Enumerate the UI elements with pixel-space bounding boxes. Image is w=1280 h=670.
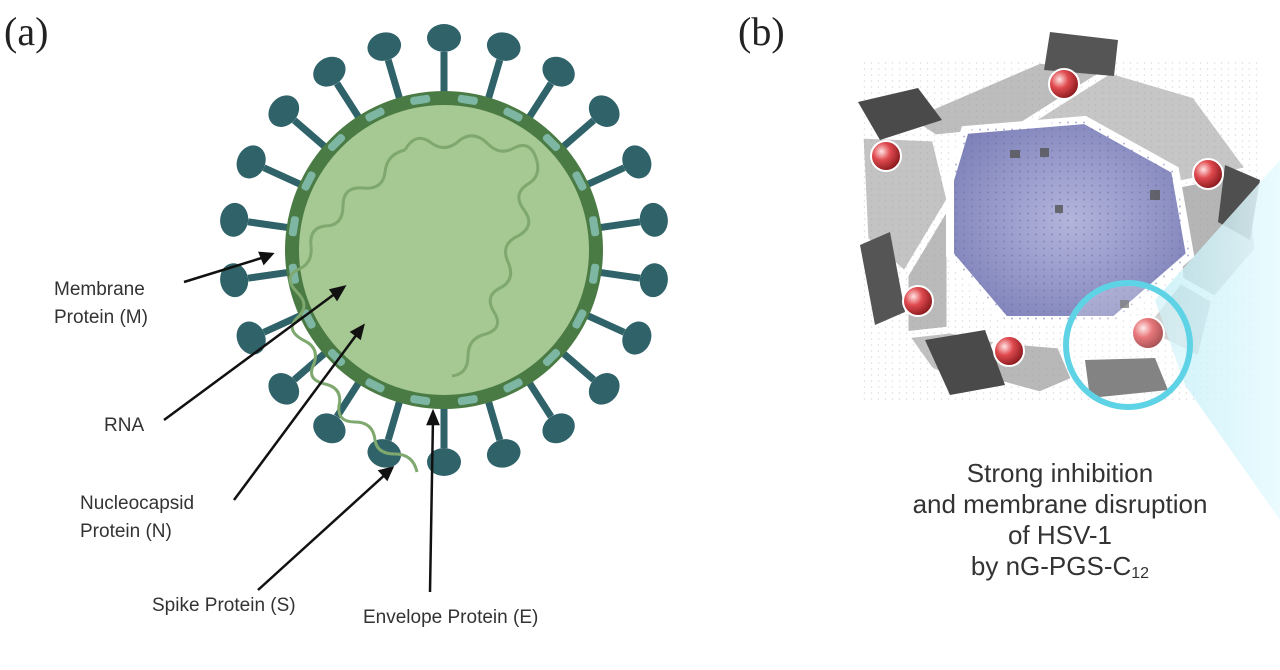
membrane-protein-block [572, 309, 587, 329]
spike-head [542, 413, 575, 444]
spike-head [588, 373, 620, 405]
label-membrane-line1: Membrane [54, 279, 145, 300]
membrane-protein-block [410, 395, 431, 406]
label-nucleocapsid-line2: Protein (N) [80, 521, 172, 542]
spike-stalk [334, 81, 364, 122]
spike-stalk [583, 311, 626, 336]
caption-line1: Strong inhibition [966, 458, 1154, 488]
spike-head [622, 145, 652, 179]
label-nucleocapsid-line1: Nucleocapsid [80, 493, 195, 514]
core-defects [1010, 148, 1160, 308]
zoom-beam [1155, 160, 1280, 520]
membrane-protein-block [410, 94, 431, 105]
panel-label-a: (a) [4, 9, 49, 54]
membrane-protein-block [542, 133, 561, 152]
zoom-circle [1063, 280, 1193, 410]
membrane-protein-block [327, 348, 346, 367]
spike-head [427, 24, 461, 52]
spike-head [588, 95, 620, 127]
spike-stalk [524, 378, 554, 419]
membrane-protein-block [572, 171, 587, 191]
spike-stalk [247, 218, 292, 232]
caption-line4-sub: 12 [1131, 565, 1150, 582]
viral-interior [299, 105, 589, 395]
membrane-protein-block [589, 216, 600, 237]
spike-head [268, 373, 300, 405]
spike-stalk [558, 348, 596, 383]
spike-head [367, 32, 402, 61]
membrane-protein-block [365, 378, 385, 393]
membrane-proteins [288, 94, 600, 406]
membrane-protein-block [301, 309, 316, 329]
membrane-protein-block [288, 216, 299, 237]
spike-head [220, 202, 249, 237]
spike-proteins [220, 24, 668, 476]
panel-b-caption: Strong inhibition and membrane disruptio… [860, 458, 1260, 589]
spike-stalk [262, 164, 305, 189]
caption-line2: and membrane disruption [912, 489, 1208, 519]
membrane-protein-block [503, 378, 523, 393]
membrane-protein-block [327, 133, 346, 152]
caption-line4: by nG-PGS-C12 [860, 551, 1260, 589]
callout-arrows [163, 251, 440, 593]
caption-line3: of HSV-1 [1007, 520, 1113, 550]
spike-stalk [484, 397, 504, 441]
label-spike-protein: Spike Protein (S) [152, 595, 296, 616]
membrane-protein-block [457, 94, 478, 105]
membrane-protein-block [301, 171, 316, 191]
membrane-protein-block [503, 107, 523, 122]
spike-head [313, 56, 346, 87]
spike-stalk [596, 218, 641, 232]
label-nucleocapsid-protein: Nucleocapsid Protein (N) [80, 490, 194, 546]
spike-head [236, 145, 266, 179]
spike-head [486, 439, 521, 468]
label-rna: RNA [104, 415, 145, 436]
spike-stalk [384, 397, 404, 441]
label-envelope-protein: Envelope Protein (E) [363, 607, 539, 628]
label-membrane-line2: Protein (M) [54, 307, 148, 328]
spike-stalk [334, 378, 364, 419]
spike-stalk [292, 348, 330, 383]
virus-diagram [220, 24, 668, 476]
panel-label-b: (b) [738, 9, 785, 54]
spike-head [268, 95, 300, 127]
spike-stalk [247, 268, 292, 282]
spike-head [542, 56, 575, 87]
label-membrane-protein: Membrane Protein (M) [54, 276, 148, 332]
membrane-protein-block [365, 107, 385, 122]
spike-head [639, 202, 668, 237]
membrane-protein-block [542, 348, 561, 367]
membrane-protein-block [589, 263, 600, 284]
red-nanoparticles [870, 68, 1224, 367]
spike-head [313, 413, 346, 444]
dark-graphene-sheets [858, 32, 1260, 398]
spike-head [486, 32, 521, 61]
spike-stalk [558, 117, 596, 152]
spike-stalk [583, 164, 626, 189]
spike-stalk [484, 59, 504, 103]
spike-head [639, 263, 668, 298]
spike-head [220, 263, 249, 298]
spike-head [622, 321, 652, 355]
membrane-protein-block [457, 395, 478, 406]
spike-stalk [384, 59, 404, 103]
rna-strand [288, 134, 540, 473]
spike-stalk [292, 117, 330, 152]
caption-line4-main: by nG-PGS-C [970, 551, 1132, 581]
spike-stalk [596, 268, 641, 282]
spike-head [236, 321, 266, 355]
spike-stalk [524, 81, 554, 122]
spike-head [427, 448, 461, 476]
nanostructure-illustration [856, 32, 1280, 520]
